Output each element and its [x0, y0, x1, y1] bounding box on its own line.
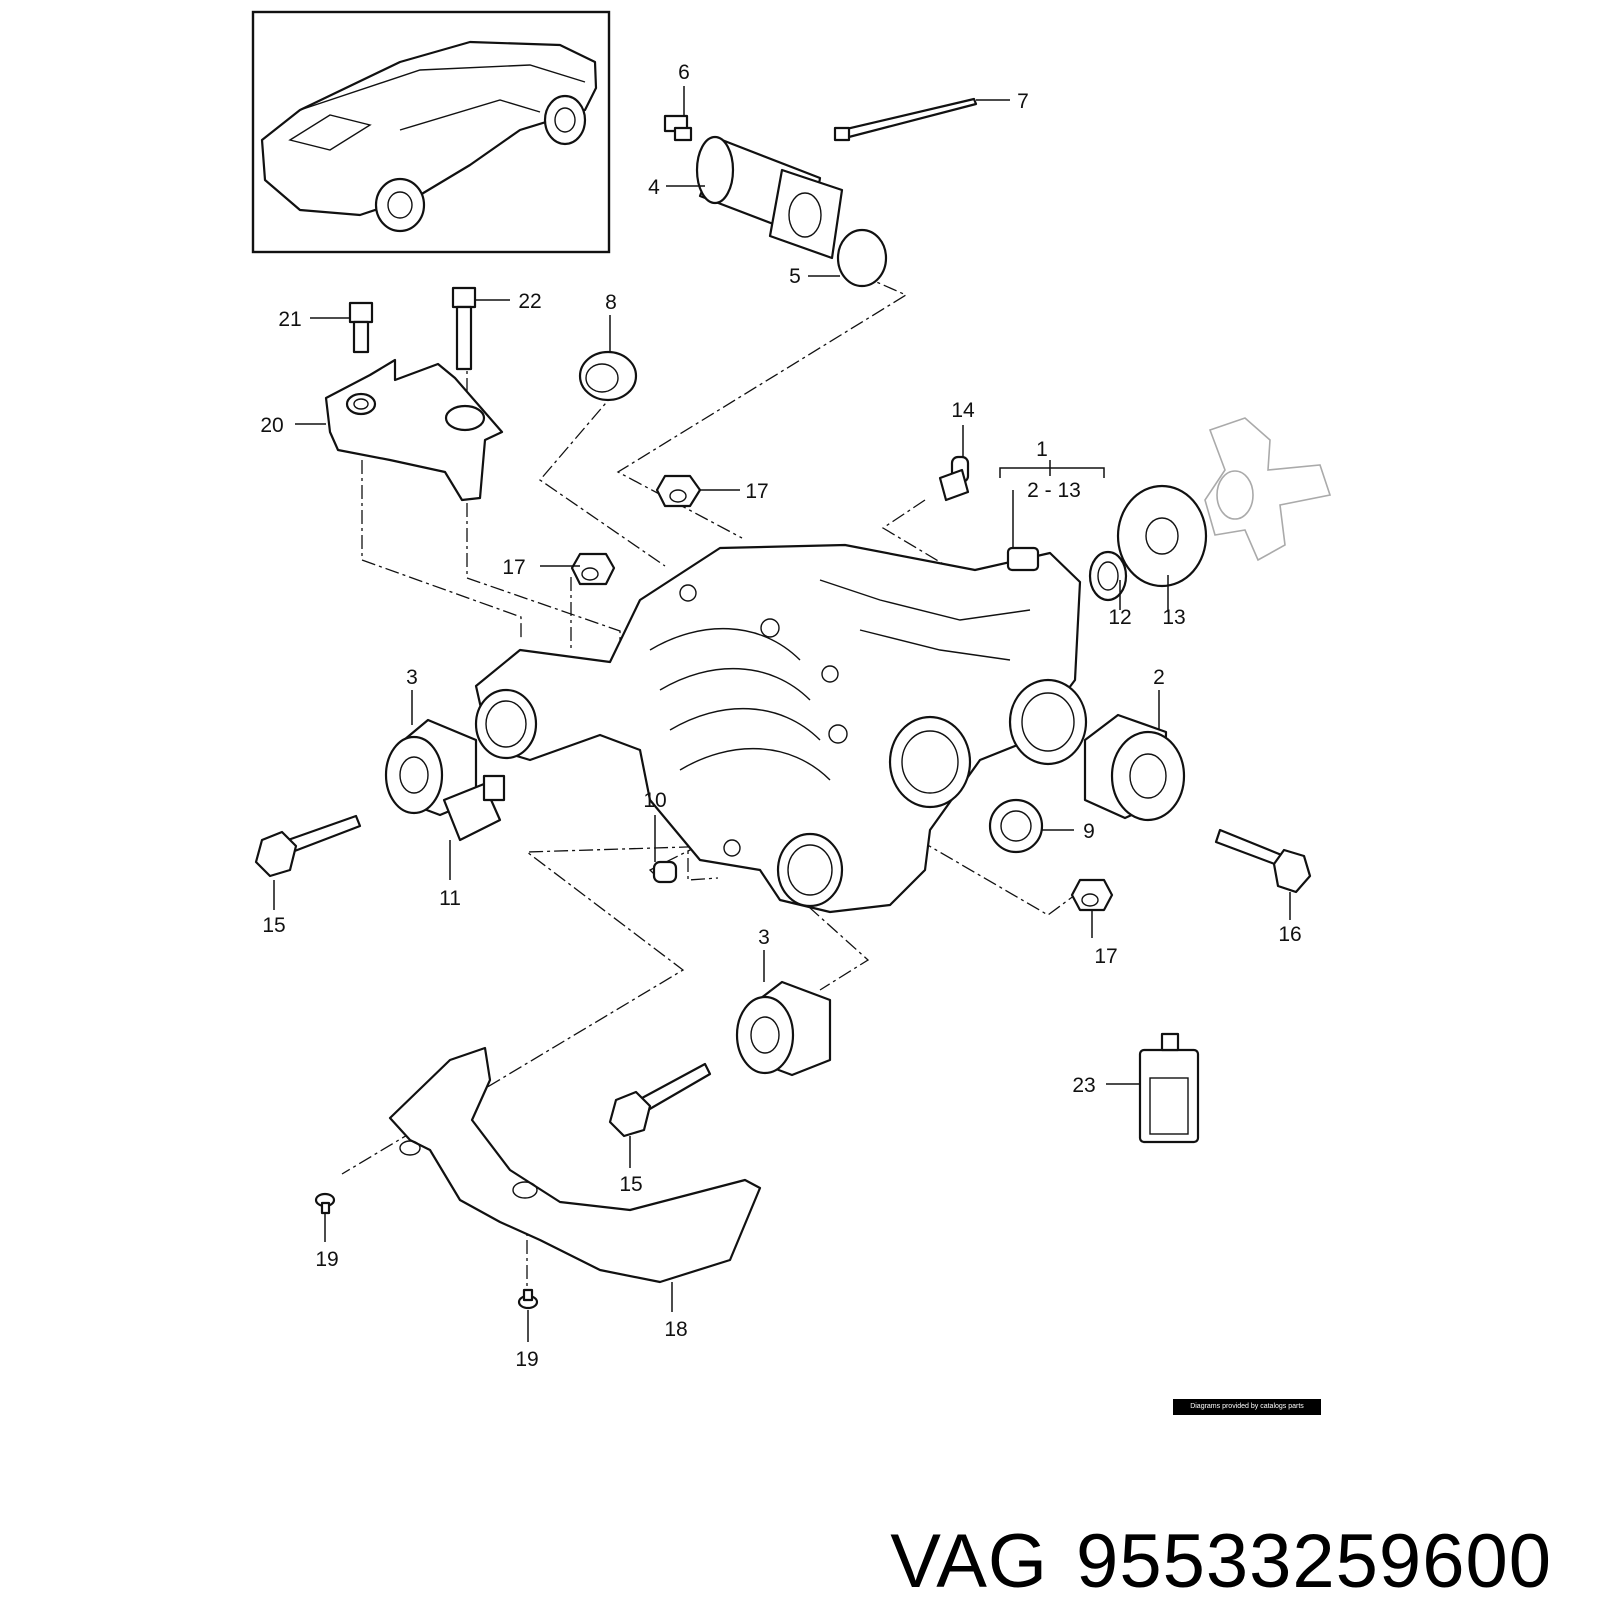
- seal-8: [578, 350, 638, 402]
- bolt-15-upper: [254, 814, 362, 878]
- label-17-left: 17: [502, 556, 525, 579]
- label-21: 21: [278, 308, 301, 331]
- label-19-upper: 19: [315, 1248, 338, 1271]
- label-12: 12: [1108, 606, 1131, 629]
- o-ring-5: [836, 228, 888, 288]
- label-17-top: 17: [745, 480, 768, 503]
- bolt-21: [348, 301, 374, 354]
- label-3-upper: 3: [406, 666, 418, 689]
- label-22: 22: [518, 290, 541, 313]
- leader-lines: [273, 86, 1291, 1342]
- seal-9: [988, 798, 1044, 854]
- bolt-22: [451, 286, 477, 371]
- label-6: 6: [678, 61, 690, 84]
- actuator-4: [695, 135, 844, 260]
- label-3-lower: 3: [758, 926, 770, 949]
- label-10: 10: [643, 789, 666, 812]
- label-20: 20: [260, 414, 283, 437]
- nut-17-left: [570, 552, 616, 586]
- label-2: 2: [1153, 666, 1165, 689]
- label-4: 4: [648, 176, 660, 199]
- bolt-15-lower: [608, 1062, 712, 1138]
- part-caption: VAG 95533259600: [890, 1518, 1552, 1605]
- differential-housing-1: [474, 543, 1088, 914]
- diagram-credit-badge: Diagrams provided by catalogs parts: [1173, 1399, 1321, 1415]
- label-23: 23: [1072, 1074, 1095, 1097]
- nut-17-top: [655, 474, 702, 508]
- bushing-3-lower: [735, 980, 832, 1077]
- label-17-right: 17: [1094, 945, 1117, 968]
- nut-17-right: [1070, 878, 1114, 912]
- label-7: 7: [1017, 90, 1029, 113]
- brand-name: VAG: [890, 1519, 1049, 1604]
- label-15-lower: 15: [619, 1173, 642, 1196]
- label-9: 9: [1083, 820, 1095, 843]
- plug-11: [442, 774, 506, 842]
- part-number: 95533259600: [1076, 1519, 1552, 1604]
- screw-6: [663, 114, 693, 142]
- oil-bottle-23: [1138, 1032, 1200, 1144]
- label-range-2-13: 2 - 13: [1027, 479, 1081, 502]
- part-labels: 1 2 - 13 2 3 3 4 5 6 7 8 9 10 11 12 13 1…: [260, 61, 1301, 1371]
- bushing-2: [1083, 713, 1186, 822]
- screw-19-lower: [517, 1288, 539, 1310]
- label-11: 11: [439, 887, 461, 910]
- label-16: 16: [1278, 923, 1301, 946]
- label-1: 1: [1036, 438, 1048, 461]
- label-15-upper: 15: [262, 914, 285, 937]
- cable-tie-7: [833, 97, 978, 142]
- label-19-lower: 19: [515, 1348, 538, 1371]
- ghost-flange: [1204, 417, 1332, 562]
- screw-19-upper: [314, 1192, 336, 1215]
- label-13: 13: [1162, 606, 1185, 629]
- seal-12: [1088, 550, 1128, 602]
- cover-18: [388, 1046, 762, 1284]
- shim-13: [1116, 484, 1208, 588]
- bolt-16: [1214, 828, 1312, 894]
- label-14: 14: [951, 399, 975, 422]
- label-18: 18: [664, 1318, 687, 1341]
- support-bracket-20: [324, 358, 504, 502]
- bushing-3-upper: [384, 718, 478, 817]
- vehicle-inset: [251, 10, 611, 254]
- label-5: 5: [789, 265, 801, 288]
- label-8: 8: [605, 291, 617, 314]
- plug-10: [652, 860, 678, 884]
- sensor-14: [938, 455, 970, 502]
